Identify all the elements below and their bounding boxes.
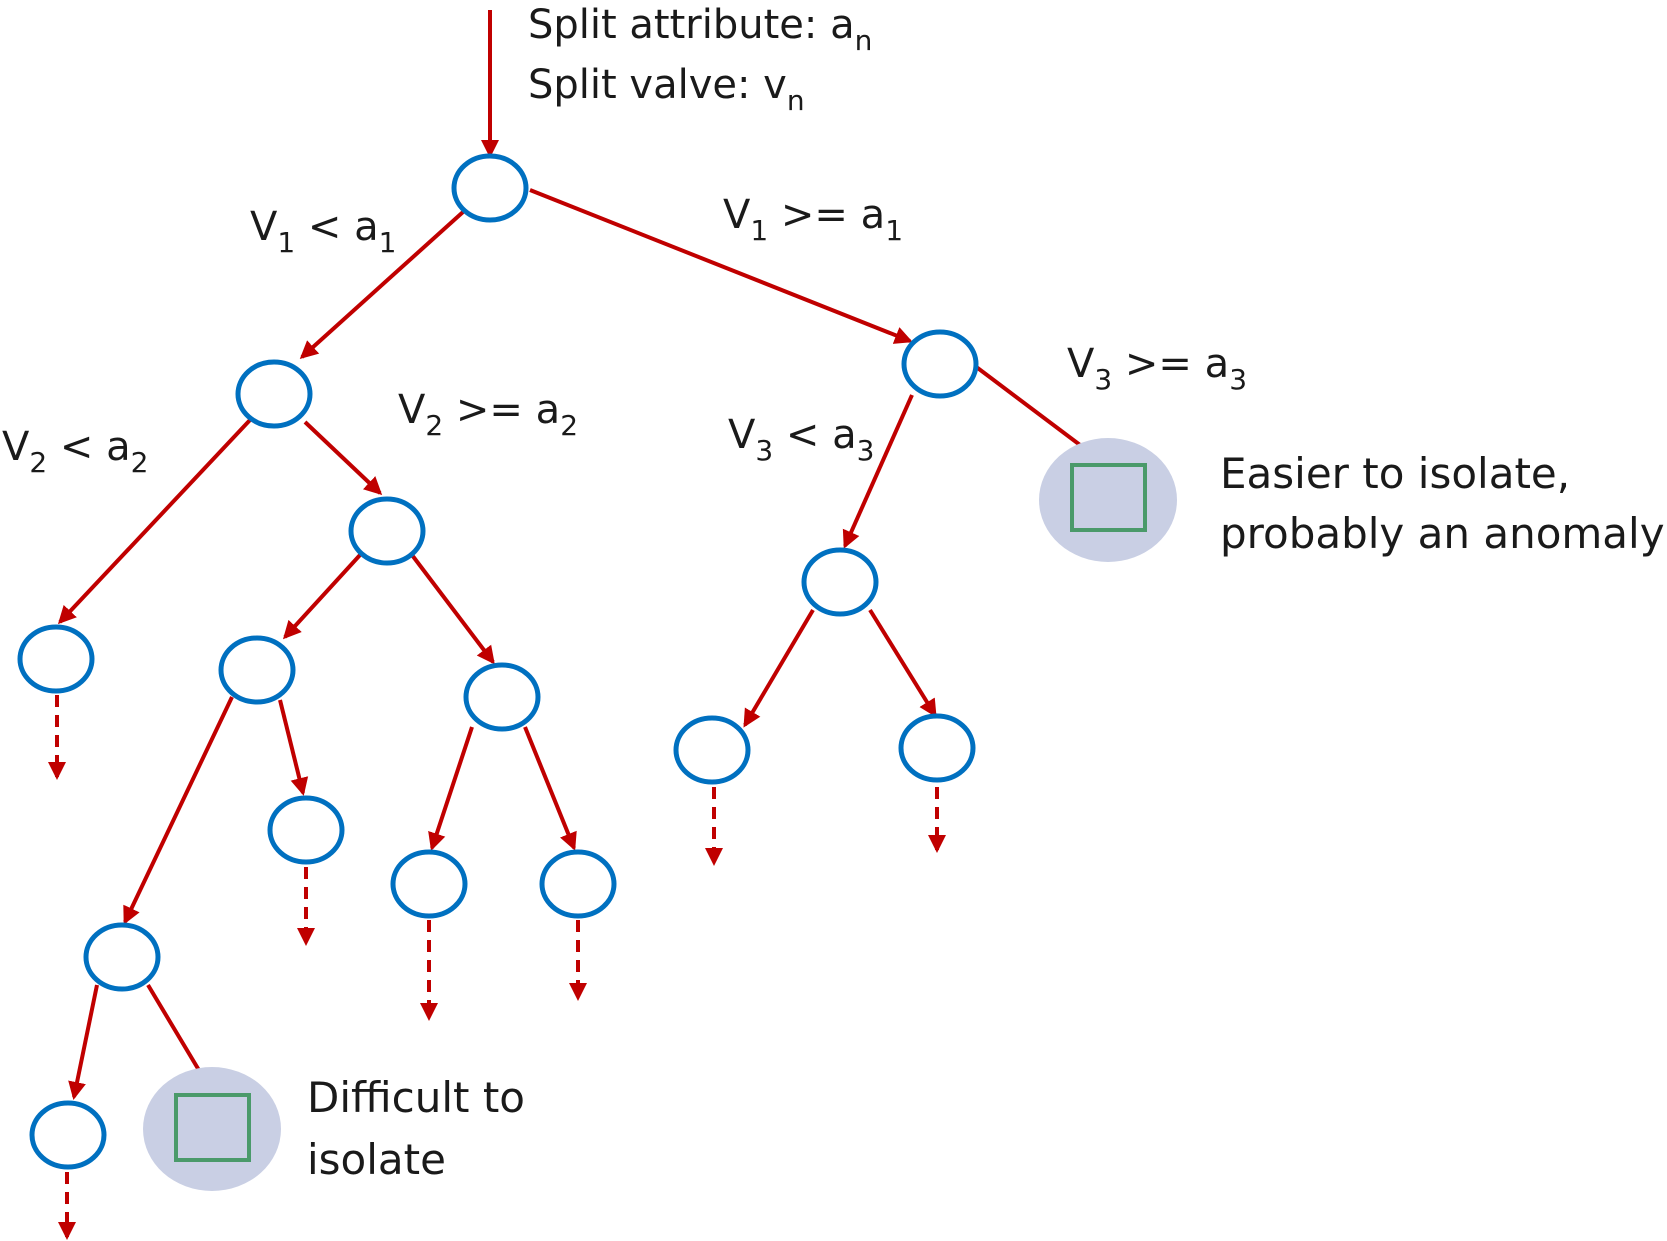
easy-isolate-note-line2: probably an anomaly — [1220, 509, 1665, 558]
split-value-label: Split valve: vn — [528, 62, 805, 117]
edge-n3-right — [868, 608, 937, 718]
edge-label-v3-ge: V3 >= a3 — [1067, 341, 1247, 396]
tree-node-leaf-f — [898, 713, 976, 783]
tree-node-n4 — [348, 496, 426, 566]
tree-node-root — [451, 153, 529, 223]
tree-node-n6 — [463, 662, 541, 732]
tree-node-n3 — [801, 547, 879, 617]
tree-node-leaf-d — [539, 849, 617, 919]
tree-node-leaf-g — [29, 1100, 107, 1170]
tree-node-n5 — [218, 635, 296, 705]
edge-label-v1-ge: V1 >= a1 — [723, 192, 903, 247]
hard-isolate-note-line1: Difficult to — [307, 1073, 525, 1122]
edge-n2-left — [842, 394, 914, 549]
edge-n4-left — [282, 553, 362, 640]
hard-isolate-note-line2: isolate — [307, 1135, 446, 1184]
split-attribute-label: Split attribute: an — [528, 2, 872, 57]
edge-label-v2-ge: V2 >= a2 — [398, 387, 578, 442]
edge-n3-left — [743, 608, 815, 728]
tree-node-n2 — [901, 329, 979, 399]
edge-n5-left — [123, 696, 234, 925]
tree-node-n7 — [83, 922, 161, 992]
edge-n6-left — [428, 726, 474, 851]
easy-leaf-highlight — [1039, 438, 1177, 562]
edge-n1-right — [303, 420, 383, 496]
tree-node-leaf-e — [673, 715, 751, 785]
hard-leaf-box — [174, 1093, 251, 1162]
edge-label-v3-lt: V3 < a3 — [728, 412, 875, 467]
edge-n7-left — [68, 984, 99, 1100]
tree-node-leaf-c — [390, 849, 468, 919]
edge-root-left — [299, 210, 465, 360]
edge-n5-right — [278, 699, 309, 796]
edge-n1-left — [57, 418, 252, 625]
edge-n6-right — [523, 726, 577, 851]
tree-node-leaf-a — [17, 624, 95, 694]
edge-label-v1-lt: V1 < a1 — [250, 204, 397, 259]
hard-leaf-highlight — [143, 1067, 281, 1191]
easy-isolate-note-line1: Easier to isolate, — [1220, 449, 1570, 498]
edge-root-right — [529, 188, 913, 344]
tree-node-leaf-b — [267, 795, 345, 865]
tree-node-n1 — [235, 359, 313, 429]
edge-label-v2-lt: V2 < a2 — [2, 424, 149, 479]
edge-n4-right — [410, 553, 495, 665]
easy-leaf-box — [1070, 463, 1147, 532]
